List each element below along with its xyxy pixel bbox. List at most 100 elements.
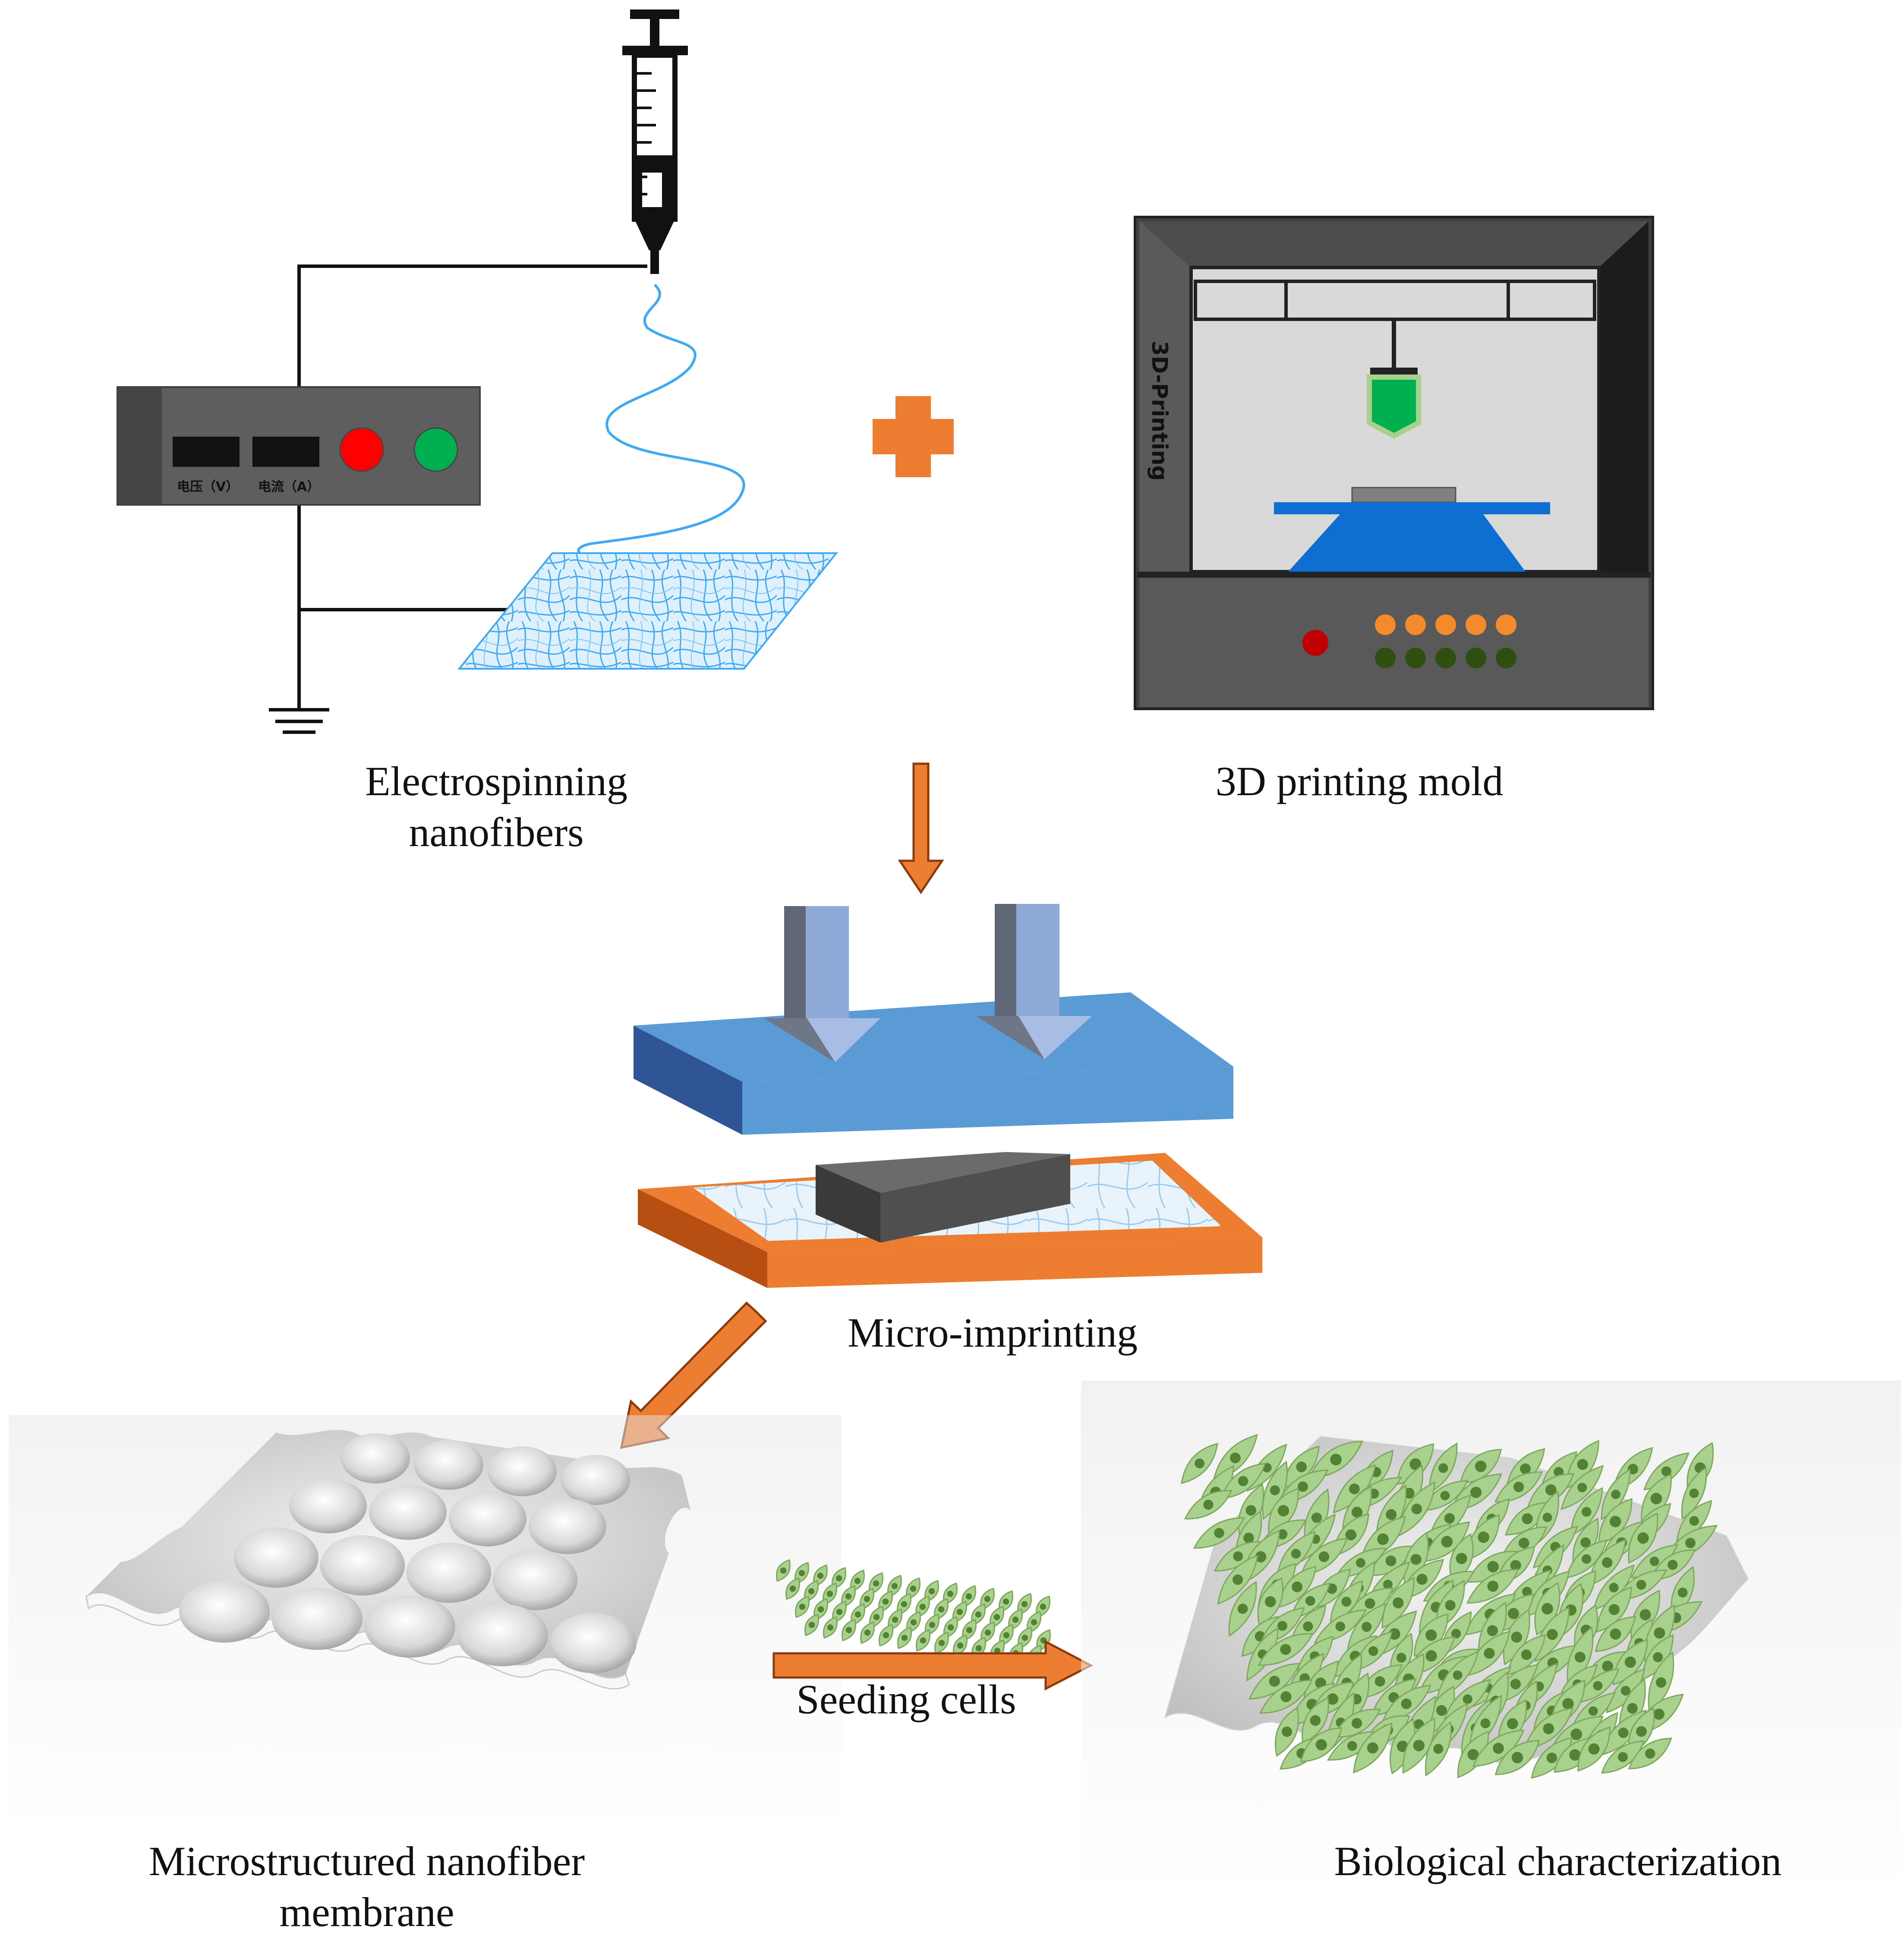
cell	[1531, 1737, 1573, 1779]
cell	[1402, 1717, 1435, 1774]
cell	[1184, 1490, 1233, 1520]
cell	[1648, 1651, 1674, 1714]
cell	[1425, 1721, 1452, 1777]
cell	[1565, 1539, 1608, 1579]
cell	[1257, 1577, 1283, 1626]
adhered-cells	[1181, 1434, 1718, 1779]
pressure-arrow-right-icon	[976, 904, 1092, 1059]
high-voltage-wire	[297, 264, 647, 403]
cell	[804, 1613, 819, 1637]
cell	[1612, 1639, 1648, 1686]
cell	[1398, 1481, 1436, 1537]
cell	[1300, 1727, 1343, 1763]
nanofiber-mat	[457, 552, 839, 670]
membrane-label-line1: Microstructured nanofiber	[148, 1838, 585, 1884]
cell	[776, 1559, 791, 1582]
cell	[823, 1616, 838, 1639]
cell	[1457, 1731, 1489, 1778]
plus-icon	[873, 396, 954, 477]
cell	[1181, 1443, 1218, 1484]
current-label: 电流（A）	[258, 479, 320, 494]
cell	[1601, 1740, 1645, 1774]
printer-orange-leds	[1375, 614, 1516, 635]
voltage-display	[173, 437, 240, 467]
cell	[1258, 1633, 1314, 1666]
cellularized-membrane	[1081, 1381, 1901, 1894]
cell	[1314, 1609, 1367, 1644]
current-display	[252, 437, 319, 467]
cell	[1494, 1740, 1540, 1775]
cell	[1527, 1473, 1575, 1507]
printer-green-leds	[1375, 648, 1516, 668]
cell	[785, 1577, 800, 1600]
micro-imprinting-label: Micro-imprinting	[848, 1309, 1138, 1356]
cell	[1560, 1465, 1604, 1510]
cell	[1220, 1463, 1266, 1499]
printer-side-label: 3D-Printing	[1147, 341, 1172, 481]
cell	[1449, 1533, 1474, 1584]
cell	[1423, 1521, 1470, 1562]
voltage-label: 电压（V）	[177, 479, 239, 494]
build-plate	[1274, 502, 1550, 514]
cell	[1494, 1471, 1543, 1503]
arrow-down-icon	[898, 762, 944, 894]
ground-symbol-icon	[269, 708, 329, 734]
cell	[1472, 1729, 1525, 1767]
cell	[1628, 1737, 1672, 1770]
3d-printer: 3D-Printing	[1134, 216, 1654, 710]
power-supply: 电压（V） 电流（A）	[117, 386, 481, 506]
cell	[842, 1618, 856, 1642]
cell	[1238, 1483, 1264, 1538]
cell	[1333, 1709, 1381, 1738]
cell	[934, 1631, 949, 1655]
cell	[1507, 1634, 1546, 1675]
pressure-arrow-left-icon	[764, 906, 880, 1062]
cell	[1217, 1554, 1258, 1605]
cell	[1308, 1440, 1363, 1479]
fiber-jet	[577, 283, 745, 560]
micro-imprinting-press	[634, 904, 1262, 1288]
cell	[795, 1595, 810, 1618]
printer-red-button	[1302, 630, 1328, 656]
syringe-icon	[622, 9, 688, 274]
cell	[1595, 1616, 1636, 1652]
green-button	[413, 427, 458, 472]
cell	[1353, 1722, 1393, 1774]
cell	[1681, 1466, 1707, 1520]
seeding-cells-strip	[776, 1559, 1051, 1668]
membrane-bumps	[179, 1433, 637, 1673]
seeding-cells-label: Seeding cells	[796, 1676, 1016, 1722]
microstructured-membrane	[9, 1415, 842, 1829]
cell	[1302, 1696, 1329, 1744]
electrospinning-label-line1: Electrospinning	[365, 758, 627, 804]
cell	[1259, 1680, 1313, 1714]
gantry	[1194, 280, 1596, 321]
printing-mold-label: 3D printing mold	[1215, 758, 1504, 804]
biological-characterization-label: Biological characterization	[1334, 1838, 1782, 1884]
cell	[1577, 1726, 1611, 1772]
cell	[1300, 1537, 1348, 1576]
cell	[897, 1626, 912, 1649]
print-nozzle	[1367, 375, 1421, 439]
cell	[1523, 1707, 1574, 1750]
membrane-label: Microstructured nanofiber membrane	[99, 1836, 634, 1938]
cell	[1576, 1668, 1620, 1703]
cell	[953, 1634, 968, 1657]
cell	[1436, 1650, 1479, 1700]
blue-press-plate	[634, 992, 1233, 1082]
arrow-right-icon	[772, 1640, 1094, 1691]
cell	[1588, 1539, 1627, 1586]
cell	[879, 1624, 893, 1647]
red-button	[339, 427, 384, 472]
electrospinning-apparatus: 电压（V） 电流（A）	[117, 9, 839, 734]
cell	[1628, 1512, 1658, 1564]
cell	[860, 1621, 875, 1644]
membrane-label-line2: membrane	[279, 1889, 454, 1935]
cell	[1466, 1569, 1519, 1604]
cell	[1248, 1662, 1301, 1700]
electrospinning-label-line2: nanofibers	[409, 809, 584, 855]
cell	[916, 1629, 930, 1652]
cell	[1274, 1706, 1299, 1757]
